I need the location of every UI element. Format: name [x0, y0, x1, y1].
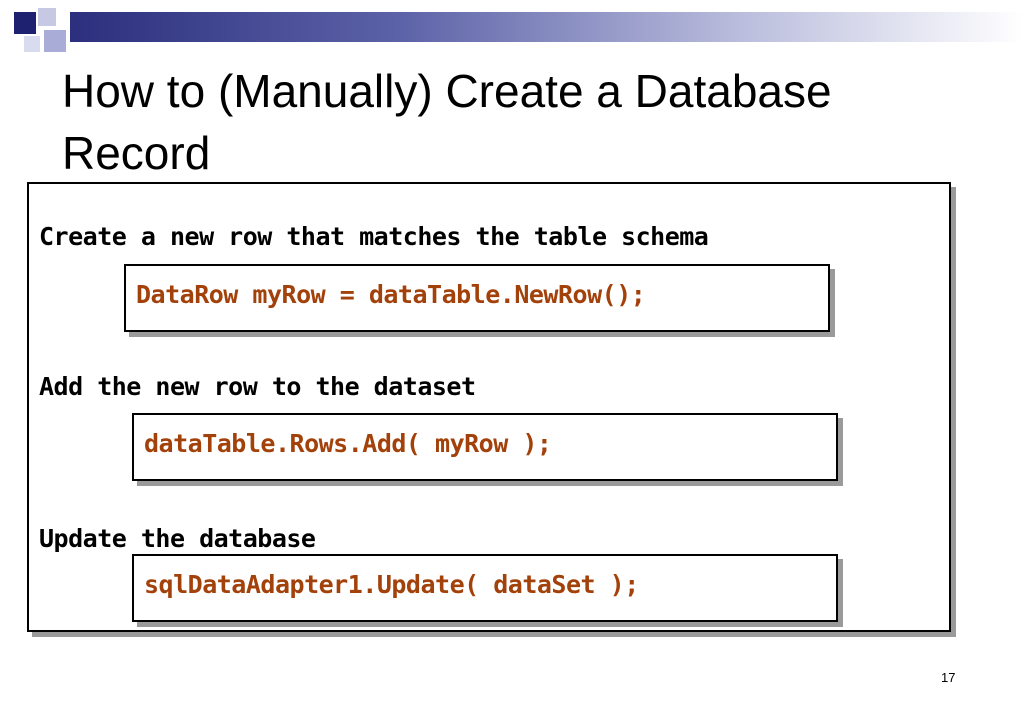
step-3-label: Update the database: [39, 524, 316, 553]
decor-square-light: [38, 8, 56, 26]
header-gradient-bar: [70, 12, 1023, 42]
step-1-code-box: DataRow myRow = dataTable.NewRow();: [124, 264, 830, 332]
decor-square-dark: [14, 12, 36, 34]
content-panel: Create a new row that matches the table …: [27, 182, 951, 632]
slide-title: How to (Manually) Create a Database Reco…: [62, 65, 832, 179]
step-1-code: DataRow myRow = dataTable.NewRow();: [136, 280, 646, 309]
decor-square-mid: [44, 30, 66, 52]
step-2-code-box: dataTable.Rows.Add( myRow );: [132, 413, 838, 481]
step-3-code: sqlDataAdapter1.Update( dataSet );: [144, 570, 639, 599]
step-3-code-box: sqlDataAdapter1.Update( dataSet );: [132, 554, 838, 622]
page-number: 17: [941, 670, 956, 685]
step-2-code: dataTable.Rows.Add( myRow );: [144, 429, 552, 458]
step-1-label: Create a new row that matches the table …: [39, 222, 709, 251]
decor-square-small: [24, 36, 40, 52]
step-2-label: Add the new row to the dataset: [39, 372, 476, 401]
